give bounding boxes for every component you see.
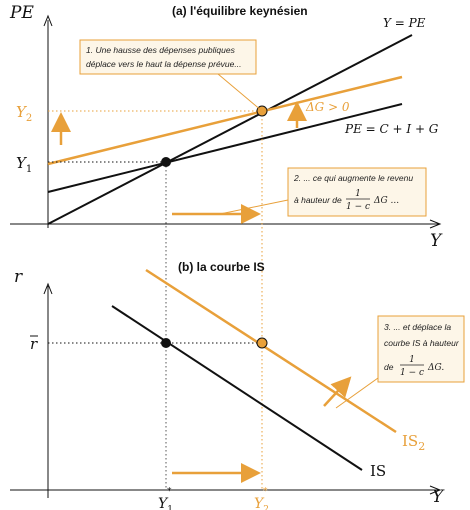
panel-a-y-arrow (43, 14, 53, 27)
line-pe-shifted (47, 75, 403, 166)
note-1-box (79, 39, 257, 75)
panel-a-title: (a) l'équilibre keynésien (172, 4, 308, 18)
note-2-line-1: 2. ... ce qui augmente le revenu (293, 173, 413, 183)
star-y2: * (263, 487, 268, 497)
note-3-line-3: de (384, 362, 394, 372)
note-3-line-1: 3. ... et déplace la (384, 322, 451, 332)
panel-a-x-arrow (429, 219, 442, 229)
label-delta-g: ΔG > 0 (305, 100, 350, 114)
note-2-box (287, 167, 427, 217)
note-3-frac-den: 1 − c (400, 368, 424, 378)
note-2-connector (219, 199, 289, 215)
is-point-1 (161, 338, 171, 348)
panel-a-x-label: Y (430, 231, 443, 251)
note-2-frac-tail: ΔG ... (373, 196, 399, 206)
note-2-line-2: à hauteur de (294, 195, 342, 205)
note-3-line-2: courbe IS à hauteur (384, 338, 460, 348)
panel-b-x-label: Y (432, 487, 445, 507)
line-y-equals-pe (47, 34, 413, 225)
curve-is-shifted (145, 268, 397, 434)
equilibrium-point-1 (161, 157, 171, 167)
note-3-connector (335, 377, 379, 409)
panel-b-y-arrow (43, 282, 53, 295)
label-y-equals-pe: Y = PE (383, 16, 426, 30)
note-1-line-1: 1. Une hausse des dépenses publiques (86, 45, 236, 55)
note-3-box (377, 315, 465, 383)
arrow-is-shift (323, 376, 352, 407)
note-2-frac-num: 1 (355, 189, 361, 199)
label-is2: IS2 (402, 432, 425, 453)
note-1-line-2: déplace vers le haut la dépense prévue..… (86, 59, 241, 69)
label-y2-pe-axis: Y2 (16, 103, 32, 124)
label-y2-star: Y2 (254, 496, 269, 510)
curve-is-original (111, 305, 363, 471)
panel-b-x-arrow (429, 485, 442, 495)
label-is: IS (370, 462, 386, 480)
panel-b-y-label: r (14, 267, 23, 287)
label-y1-pe-axis: Y1 (16, 154, 32, 175)
note-3-frac-num: 1 (409, 355, 415, 365)
is-point-2 (256, 337, 268, 349)
label-y1-star: Y1 (158, 496, 173, 510)
note-1-connector (217, 73, 263, 112)
panel-a-y-label: PE (9, 3, 34, 23)
note-2-frac-den: 1 − c (346, 202, 370, 212)
label-r-bar: r (30, 335, 38, 353)
label-pe-equation: PE = C + I + G (344, 122, 439, 136)
star-y1: * (167, 487, 172, 497)
line-pe-original (47, 103, 403, 193)
note-3-frac-tail: ΔG. (427, 363, 444, 373)
panel-b-title: (b) la courbe IS (178, 260, 265, 274)
